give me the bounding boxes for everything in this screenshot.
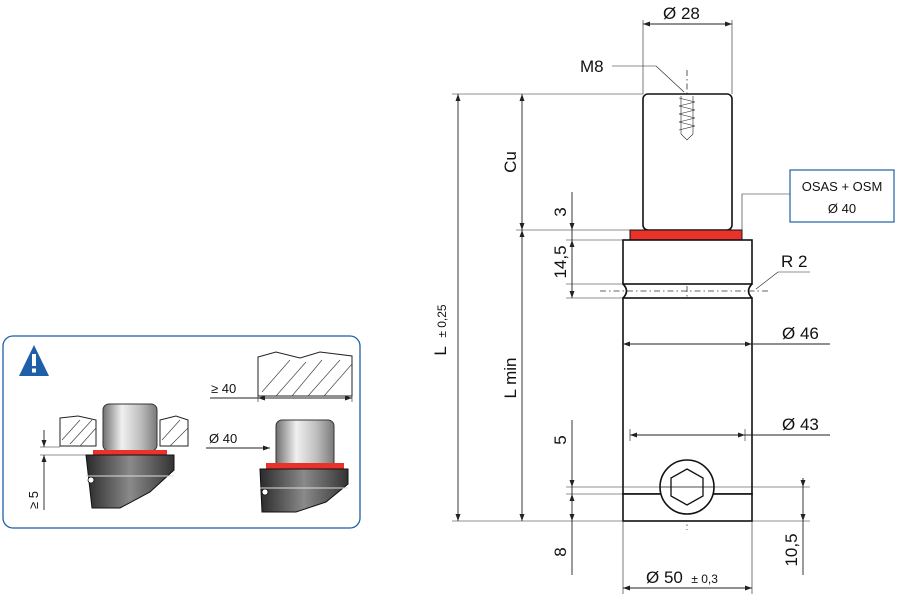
inset-ge40-label: ≥ 40 [211,381,236,396]
dim-cu: Cu [501,151,520,173]
dim-8: 8 [551,547,570,556]
body-collar [622,239,753,285]
dim-5: 5 [551,435,570,444]
dim-m8: M8 [580,57,604,76]
dim-d43: Ø 43 [782,415,819,434]
installation-inset: ≥ 5 ≥ 40 Ø 40 [2,335,361,529]
dim-r2: R 2 [781,252,807,271]
dim-d28: Ø 28 [663,4,700,23]
inset-right-plate: ≥ 40 [210,351,353,402]
dim-14-5: 14,5 [551,245,570,278]
seal-ring [629,229,743,241]
dim-10-5: 10,5 [782,533,801,566]
warning-icon [19,345,49,376]
dim-l-total: L ± 0,25 [431,304,450,356]
inset-d40-label: Ø 40 [209,431,237,446]
inset-right-assembly: Ø 40 [206,419,349,513]
callout-line1: OSAS + OSM [802,179,883,194]
thread-hole [678,96,696,141]
hex-plug [659,459,715,515]
callout-box [789,169,895,223]
piston-rod [642,93,733,231]
inset-ge5-label: ≥ 5 [26,491,41,509]
dim-d46: Ø 46 [782,324,819,343]
dim-l-min: L min [501,358,520,399]
inset-left-assembly: ≥ 5 [26,403,189,510]
main-drawing: Ø 28 M8 L ± 0,25 Cu L min 3 14,5 [431,4,895,594]
dim-3: 3 [551,207,570,216]
callout-line2: Ø 40 [828,201,856,216]
dim-d50: Ø 50 ± 0,3 [646,568,718,587]
